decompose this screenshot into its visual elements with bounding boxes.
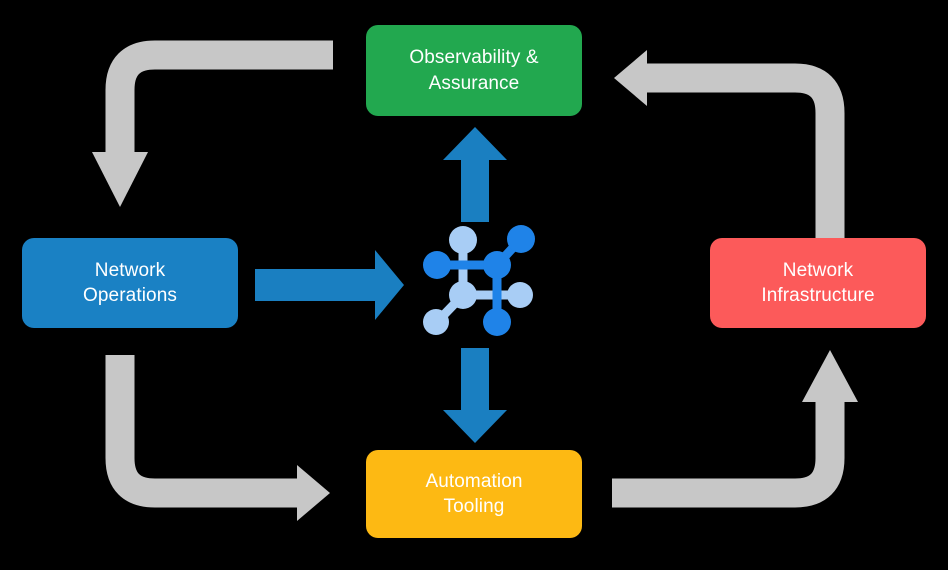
node-observability-assurance[interactable]: Observability & Assurance bbox=[366, 25, 582, 116]
node-network-infrastructure[interactable]: Network Infrastructure bbox=[710, 238, 926, 328]
node-label: Automation Tooling bbox=[425, 470, 523, 517]
connector-center-to-automation bbox=[443, 348, 507, 443]
connector-automation-to-infrastructure bbox=[612, 350, 858, 508]
network-topology-icon bbox=[423, 225, 535, 336]
connector-observability-to-operations bbox=[92, 40, 333, 207]
node-network-operations[interactable]: Network Operations bbox=[22, 238, 238, 328]
connector-center-to-observability bbox=[443, 127, 507, 222]
connector-infrastructure-to-observability bbox=[614, 50, 845, 238]
node-label: Observability & Assurance bbox=[409, 47, 539, 94]
node-label: Network Operations bbox=[83, 259, 177, 306]
node-automation-tooling[interactable]: Automation Tooling bbox=[366, 450, 582, 538]
connector-operations-to-center bbox=[255, 250, 404, 320]
node-label: Network Infrastructure bbox=[761, 259, 875, 306]
connector-operations-to-automation bbox=[105, 355, 330, 521]
